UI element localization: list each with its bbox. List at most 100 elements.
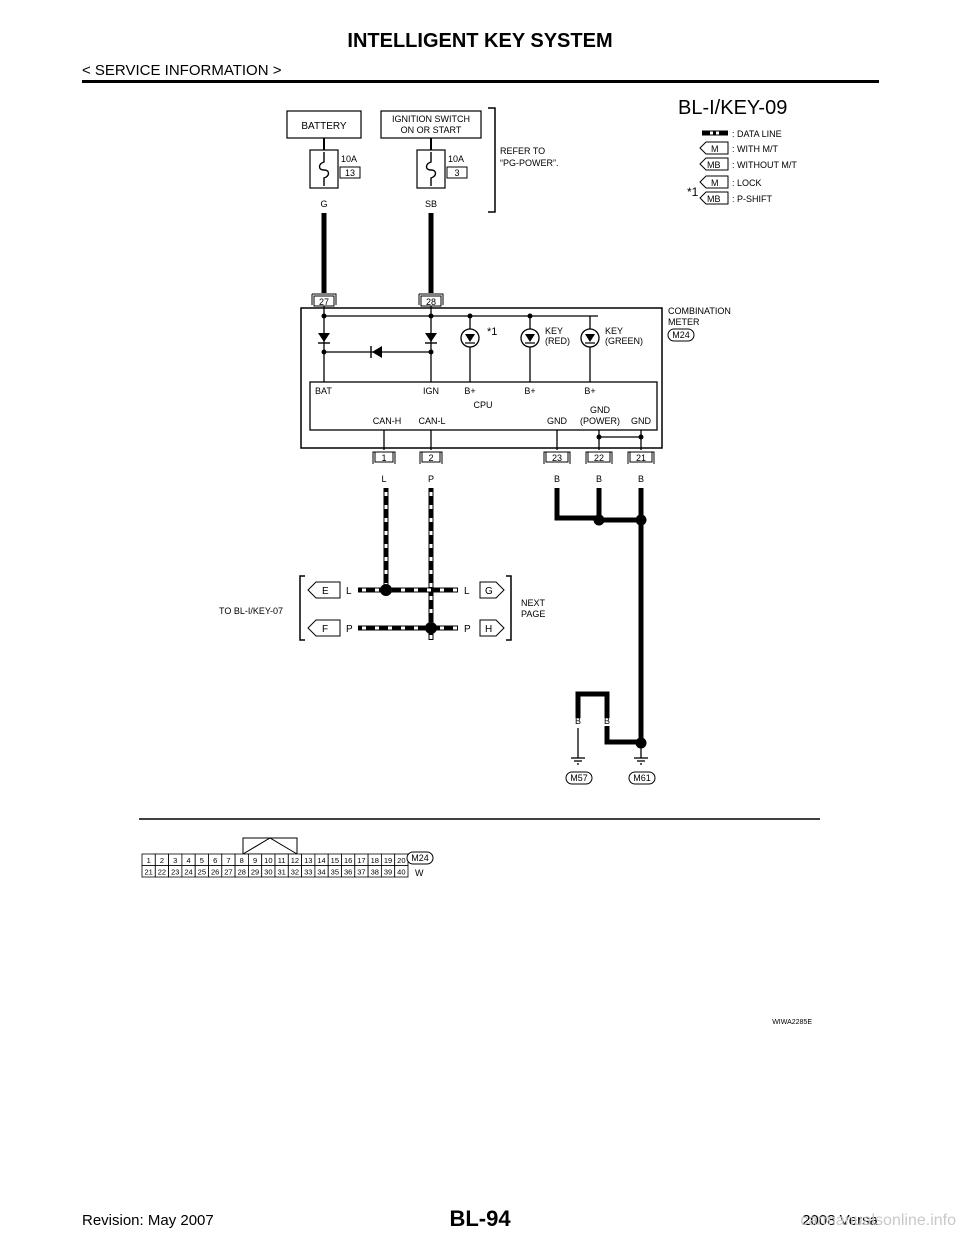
connector-pin-label: 21 [144,868,152,877]
cpu-gnd-2: GND [631,416,652,426]
connector-pin-label: 7 [226,856,230,865]
cpu-block [309,381,658,431]
connector-f: F [322,624,328,635]
pin-21: 21 [636,453,646,463]
wire-sb: SB [425,199,437,209]
connector-pin-label: 28 [238,868,246,877]
fuse-1-number: 13 [345,168,355,178]
connector-pin-label: 22 [158,868,166,877]
connector-pin-label: 27 [224,868,232,877]
key-red-label-2: (RED) [545,336,570,346]
connector-pin-label: 11 [278,856,286,865]
connector-pin-label: 8 [240,856,244,865]
meter-connector: M24 [672,330,690,340]
footer-revision: Revision: May 2007 [82,1212,214,1229]
pin-22: 22 [594,453,604,463]
footer-model: 2008 Versa [802,1212,878,1229]
connector-key [242,837,298,855]
wire-b-22: B [596,474,602,484]
pin-23: 23 [552,453,562,463]
connector-pin-label: 2 [160,856,164,865]
star-note: *1 [487,326,497,338]
ground-m61: M61 [633,773,651,783]
meter-label-1: COMBINATION [668,306,731,316]
cpu-bplus-1: B+ [464,386,475,396]
pin-1: 1 [381,453,386,463]
wire-l-right: L [464,586,470,597]
connector-pin-label: 35 [331,868,339,877]
ground-wire-2: B [604,716,610,726]
footer-page-number: BL-94 [449,1206,511,1231]
connector-cell [394,865,409,878]
refer-line-1: REFER TO [500,146,545,156]
cpu-gnd-power-1: GND [590,405,611,415]
connector-pin-label: 6 [213,856,217,865]
refer-line-2: “PG-POWER”. [500,158,559,168]
connector-color: W [415,868,424,878]
connector-pin-label: 20 [397,856,405,865]
next-page-2: PAGE [521,609,545,619]
cpu-gnd-1: GND [547,416,568,426]
connector-pin-label: 38 [371,868,379,877]
key-green-label-1: KEY [605,326,623,336]
connector-pin-label: 24 [184,868,192,877]
ground-wire-1: B [575,716,581,726]
can-data-lines [383,488,434,640]
cpu-bplus-3: B+ [584,386,595,396]
figure-id: WIWA2285E [772,1019,812,1026]
cpu-bplus-2: B+ [524,386,535,396]
fuse-1-amp: 10A [341,154,357,164]
connector-pin-label: 12 [291,856,299,865]
meter-label-2: METER [668,317,700,327]
ignition-label-1: IGNITION SWITCH [392,114,470,124]
pin-27: 27 [319,297,329,307]
cpu-can-l: CAN-L [418,416,445,426]
ground-m57: M57 [570,773,588,783]
connector-pin-label: 36 [344,868,352,877]
battery-label: BATTERY [301,121,347,132]
wire-g: G [320,199,327,209]
connector-pin-label: 17 [357,856,365,865]
cpu-bat: BAT [315,386,332,396]
connector-e: E [322,586,329,597]
key-red-label-1: KEY [545,326,563,336]
wire-b-23: B [554,474,560,484]
wire-p-left: P [346,624,353,635]
refer-bracket [488,107,496,213]
indicator-key-green [580,316,600,382]
connector-pin-label: 29 [251,868,259,877]
legend: : DATA LINE M : WITH M/T MB : WITHOUT M/… [687,129,797,205]
connector-pin-label: 14 [317,856,325,865]
cpu-can-h: CAN-H [373,416,402,426]
meter-connector-badge [667,328,695,342]
legend-m-1: M [711,144,719,154]
connector-pin-label: 3 [173,856,177,865]
fuse-2-amp: 10A [448,154,464,164]
connector-pin-label: 5 [200,856,204,865]
section-subtitle: < SERVICE INFORMATION > [82,62,282,79]
connector-pin-label: 9 [253,856,257,865]
wire-l-left: L [346,586,352,597]
ground-icon [571,757,648,765]
ignition-label-2: ON OR START [401,125,462,135]
connector-pin-label: 4 [186,856,190,865]
connector-g: G [485,586,493,597]
combination-meter [300,307,663,449]
indicator-key-red [520,316,540,382]
connector-pin-label: 13 [304,856,312,865]
cpu-gnd-power-2: (POWER) [580,416,620,426]
next-page-1: NEXT [521,598,546,608]
legend-mb-1: MB [707,160,721,170]
connector-pin-label: 34 [317,868,325,877]
legend-lock: : LOCK [732,178,762,188]
connector-h: H [485,624,492,635]
wire-l-top: L [381,474,386,484]
ground-wire-3: B [638,716,644,726]
connector-pin-label: 37 [357,868,365,877]
bottom-pins: 1 2 23 22 21 [372,451,655,464]
battery-box [286,110,362,139]
legend-mb-2: MB [707,194,721,204]
connector-pin-label: 26 [211,868,219,877]
connector-pin-label: 16 [344,856,352,865]
